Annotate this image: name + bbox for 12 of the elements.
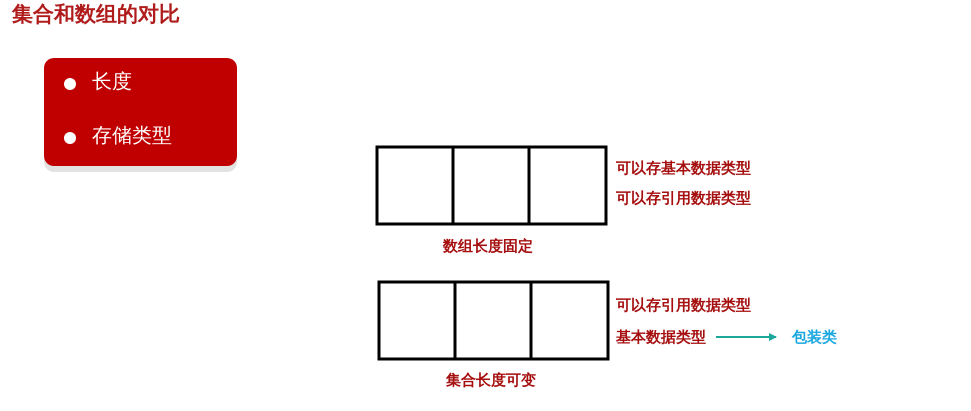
bullet-list-panel bbox=[44, 58, 237, 166]
side-note: 可以存基本数据类型 bbox=[616, 158, 751, 178]
caption: 集合长度可变 bbox=[446, 370, 536, 390]
title: 集合和数组的对比 bbox=[12, 1, 180, 27]
side-note: 可以存引用数据类型 bbox=[616, 188, 751, 208]
side-note: 可以存引用数据类型 bbox=[616, 295, 751, 315]
node-text: 基本数据类型 bbox=[616, 327, 706, 347]
arrow bbox=[716, 333, 777, 341]
list-item: 长度 bbox=[92, 69, 132, 93]
caption: 数组长度固定 bbox=[443, 236, 533, 256]
list-item: 存储类型 bbox=[92, 123, 172, 147]
node-text: 包装类 bbox=[792, 327, 837, 347]
